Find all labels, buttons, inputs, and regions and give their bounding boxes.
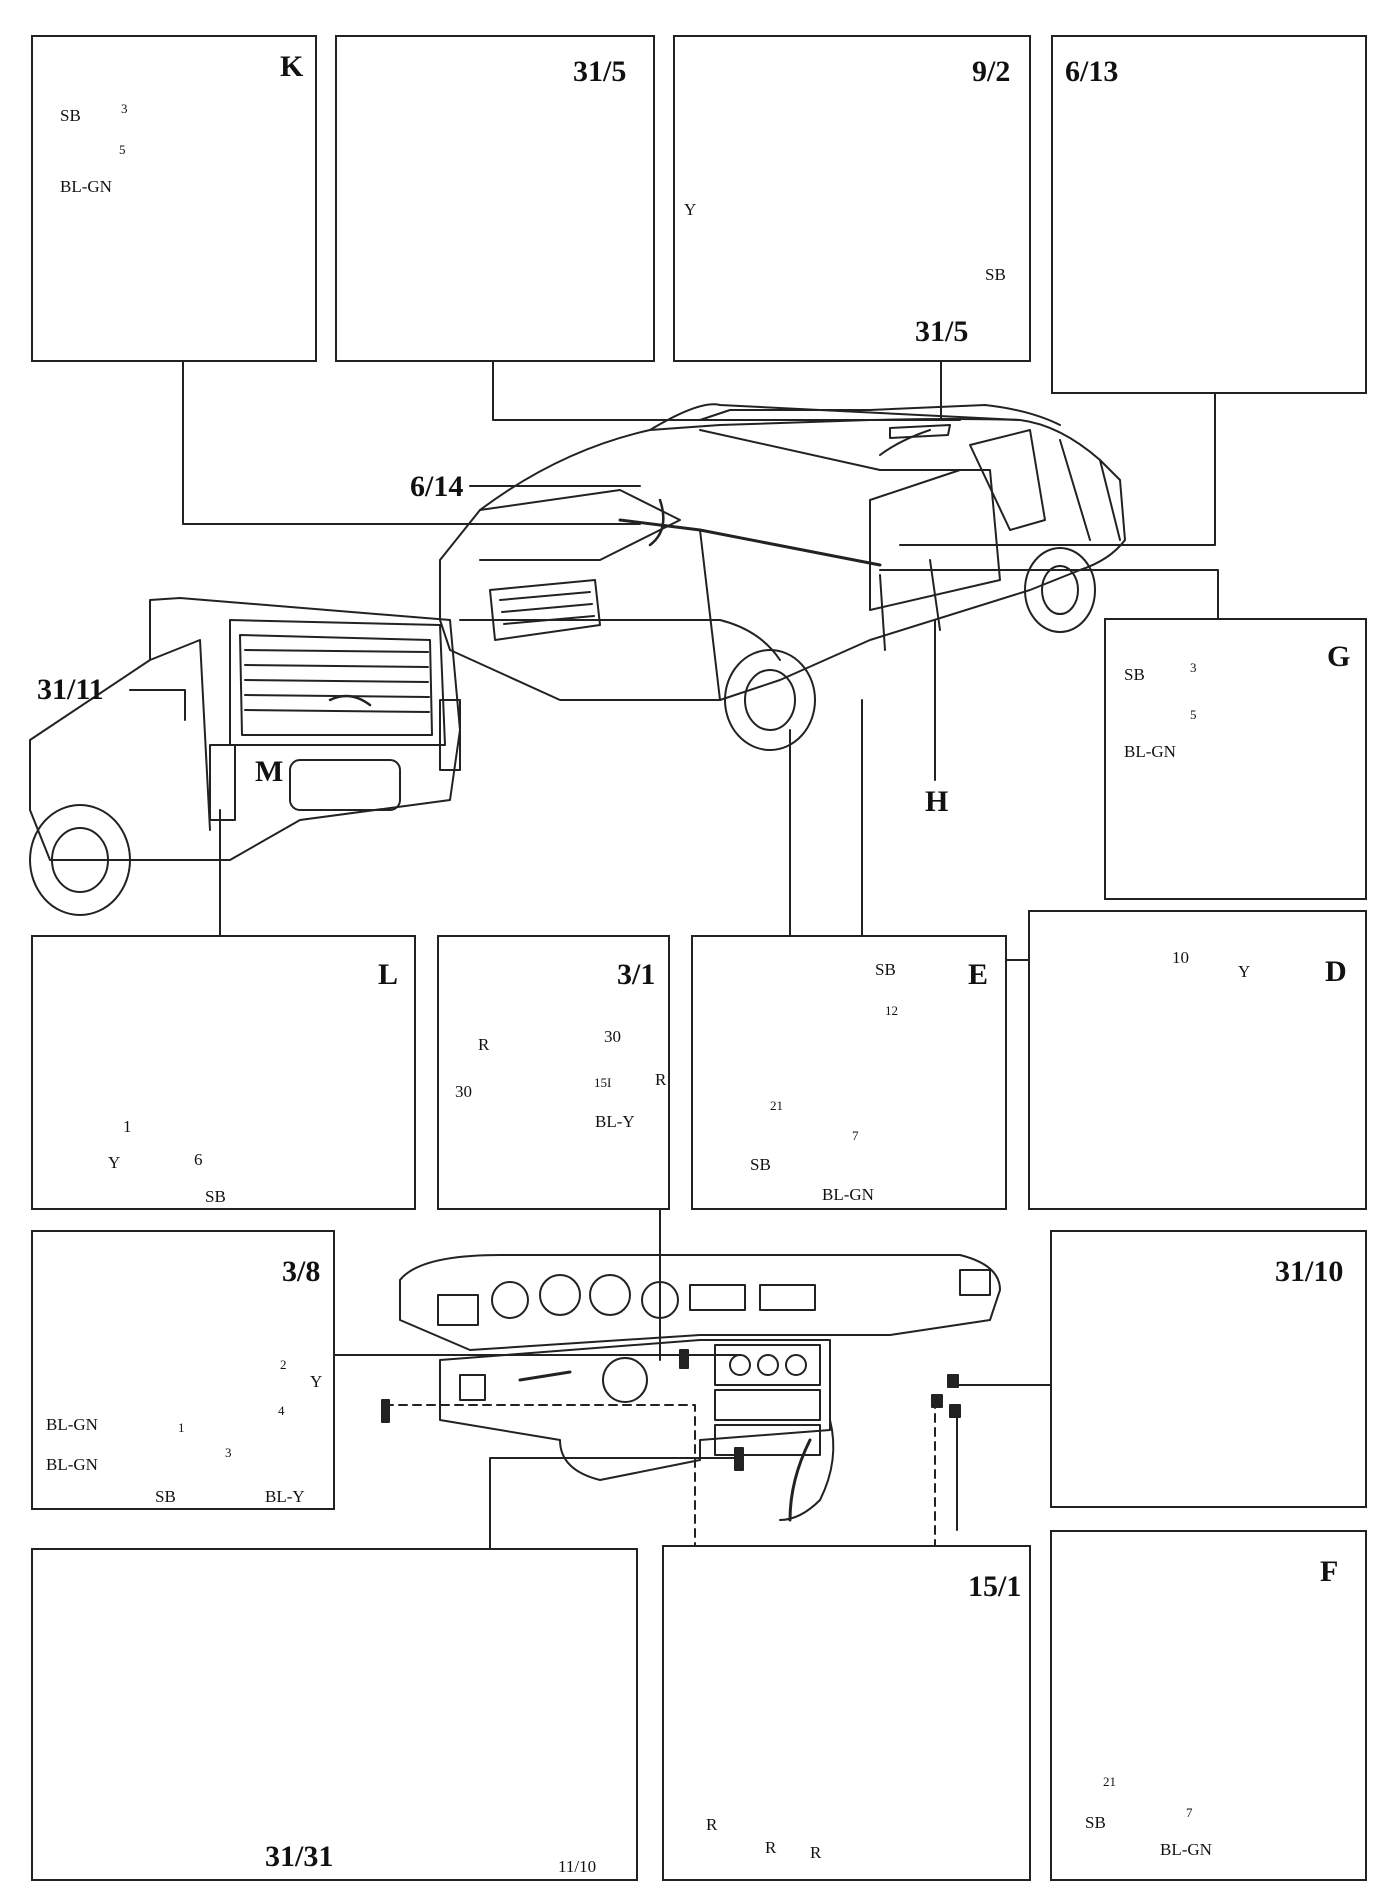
e-sb-top-label: SB	[875, 960, 896, 979]
3-1-r2-label: R	[655, 1070, 667, 1089]
leader-g	[879, 569, 1219, 619]
sedan-drawing	[439, 403, 1126, 751]
k-pin5-label: 5	[119, 142, 126, 157]
g-pin5-label: 5	[1190, 707, 1197, 722]
f-sb-label: SB	[1085, 1813, 1106, 1832]
callout-31-11: 31/11	[37, 673, 104, 706]
panel-e-id: E	[968, 958, 989, 991]
e-blgn-label: BL-GN	[822, 1185, 874, 1204]
3-8-1-label: 1	[178, 1420, 185, 1435]
panel-6-13	[1051, 35, 1367, 394]
3-1-30b-label: 30	[455, 1082, 472, 1101]
callout-h: H	[925, 785, 949, 818]
leader-31-11	[129, 689, 186, 721]
l-pin1-label: 1	[123, 1117, 132, 1136]
e-12-label: 12	[885, 1003, 898, 1018]
g-pin3-label: 3	[1190, 660, 1197, 675]
callout-6-14: 6/14	[410, 470, 464, 503]
panel-3-8	[31, 1230, 335, 1510]
15-1-r3-label: R	[810, 1843, 822, 1862]
3-8-blgn2-label: BL-GN	[46, 1455, 98, 1474]
3-1-bly-label: BL-Y	[595, 1112, 635, 1131]
leader-31-31	[489, 1457, 741, 1549]
3-8-2-label: 2	[280, 1357, 287, 1372]
31-31-11-10-label: 11/10	[558, 1857, 597, 1876]
k-pin3-label: 3	[121, 101, 128, 116]
callout-m: M	[255, 755, 284, 788]
d-y-label: Y	[1238, 962, 1251, 981]
leader-d	[861, 699, 1029, 961]
9-2-ground-label: 31/5	[915, 315, 969, 348]
9-2-sb-label: SB	[985, 265, 1006, 284]
panel-d	[1028, 910, 1367, 1210]
f-blgn-label: BL-GN	[1160, 1840, 1212, 1859]
d-10-label: 10	[1172, 948, 1189, 967]
3-1-15i-label: 15I	[594, 1075, 612, 1090]
3-1-r1-label: R	[478, 1035, 490, 1054]
panel-f-id: F	[1320, 1555, 1339, 1588]
f-7-label: 7	[1186, 1805, 1193, 1820]
panel-31-5-id: 31/5	[573, 55, 627, 88]
panel-e	[691, 935, 1007, 1210]
3-8-blgn1-label: BL-GN	[46, 1415, 98, 1434]
9-2-y-label: Y	[684, 200, 697, 219]
panel-3-1	[437, 935, 670, 1210]
panel-l-id: L	[378, 958, 399, 991]
wagon-drawing	[29, 597, 461, 916]
k-blgn-label: BL-GN	[60, 177, 112, 196]
e-7-label: 7	[852, 1128, 859, 1143]
panel-l	[31, 935, 416, 1210]
panel-k-id: K	[280, 50, 304, 83]
15-1-r1-label: R	[706, 1815, 718, 1834]
panel-g-id: G	[1327, 640, 1351, 673]
3-8-bly-label: BL-Y	[265, 1487, 305, 1506]
panel-31-31	[31, 1548, 638, 1881]
3-8-3-label: 3	[225, 1445, 232, 1460]
f-21-label: 21	[1103, 1774, 1116, 1789]
leader-31-5	[492, 361, 961, 421]
panel-9-2-id: 9/2	[972, 55, 1011, 88]
panel-f	[1050, 1530, 1367, 1881]
g-blgn-label: BL-GN	[1124, 742, 1176, 761]
l-sb-label: SB	[205, 1187, 226, 1206]
panel-31-5	[335, 35, 655, 362]
3-1-30a-label: 30	[604, 1027, 621, 1046]
panel-31-10-id: 31/10	[1275, 1255, 1344, 1288]
k-sb-label: SB	[60, 106, 81, 125]
3-8-y-label: Y	[310, 1372, 323, 1391]
l-pin6-label: 6	[194, 1150, 203, 1169]
panel-g	[1104, 618, 1367, 900]
panel-9-2	[673, 35, 1031, 362]
panel-15-1-id: 15/1	[968, 1570, 1022, 1603]
e-21-label: 21	[770, 1098, 783, 1113]
g-sb-label: SB	[1124, 665, 1145, 684]
3-8-sb-label: SB	[155, 1487, 176, 1506]
panel-d-id: D	[1325, 955, 1347, 988]
panel-3-1-id: 3/1	[617, 958, 656, 991]
15-1-r2-label: R	[765, 1838, 777, 1857]
panel-31-31-id: 31/31	[265, 1840, 334, 1873]
dashboard-drawing	[381, 1254, 1001, 1522]
panel-15-1	[662, 1545, 1031, 1881]
e-sb-bot-label: SB	[750, 1155, 771, 1174]
leader-6-13	[899, 393, 1216, 546]
dashed-15-1-a	[384, 1404, 696, 1546]
l-y-label: Y	[108, 1153, 121, 1172]
panel-31-10	[1050, 1230, 1367, 1508]
panel-k	[31, 35, 317, 362]
panel-3-8-id: 3/8	[282, 1255, 321, 1288]
panel-6-13-id: 6/13	[1065, 55, 1119, 88]
leader-k	[182, 361, 641, 525]
3-8-4-label: 4	[278, 1403, 285, 1418]
